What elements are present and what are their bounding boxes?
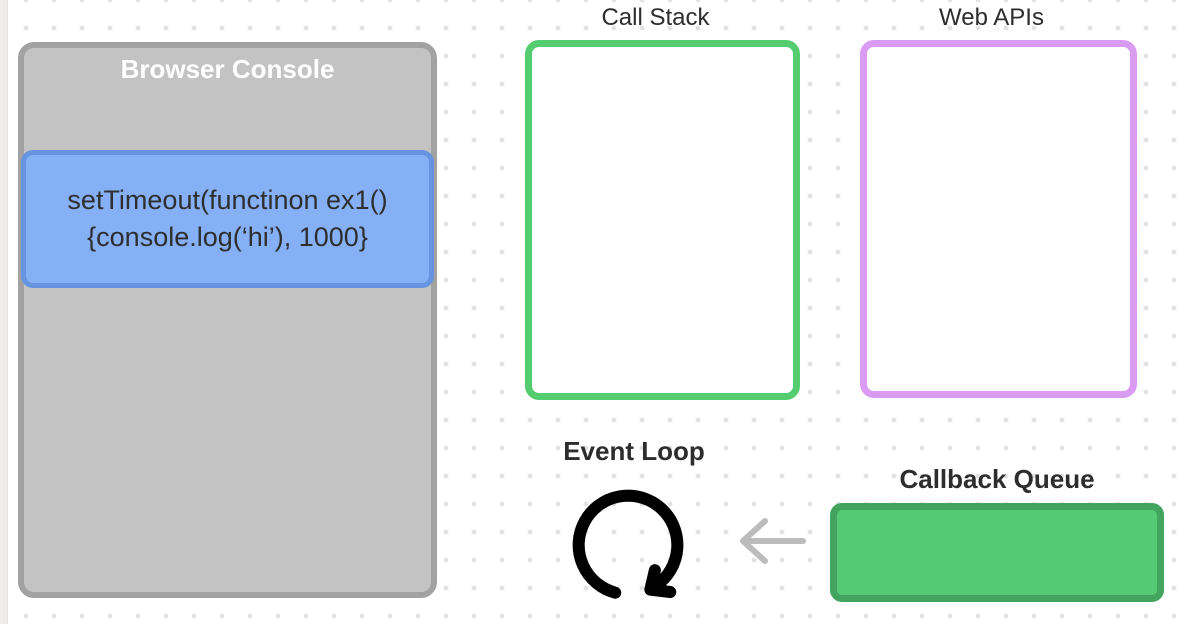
browser-console-shape[interactable]: Browser Console: [18, 42, 437, 598]
web-apis-box[interactable]: [860, 40, 1137, 398]
code-line-1: setTimeout(functinon ex1(): [67, 185, 388, 215]
call-stack-label[interactable]: Call Stack: [601, 4, 710, 31]
callback-queue-label[interactable]: Callback Queue: [899, 464, 1095, 494]
web-apis-label[interactable]: Web APIs: [939, 4, 1044, 31]
circular-arrow-icon[interactable]: [565, 482, 691, 608]
browser-console-title: Browser Console: [120, 54, 335, 84]
callback-queue-box[interactable]: [830, 503, 1164, 602]
code-line-2: {console.log(‘hi’), 1000}: [87, 222, 368, 252]
settimeout-code-shape[interactable]: setTimeout(functinon ex1() {console.log(…: [21, 150, 434, 288]
event-loop-label[interactable]: Event Loop: [563, 436, 705, 466]
call-stack-box[interactable]: [525, 40, 800, 400]
canvas-edge-strip: [0, 0, 8, 624]
left-arrow-icon[interactable]: [737, 514, 807, 568]
